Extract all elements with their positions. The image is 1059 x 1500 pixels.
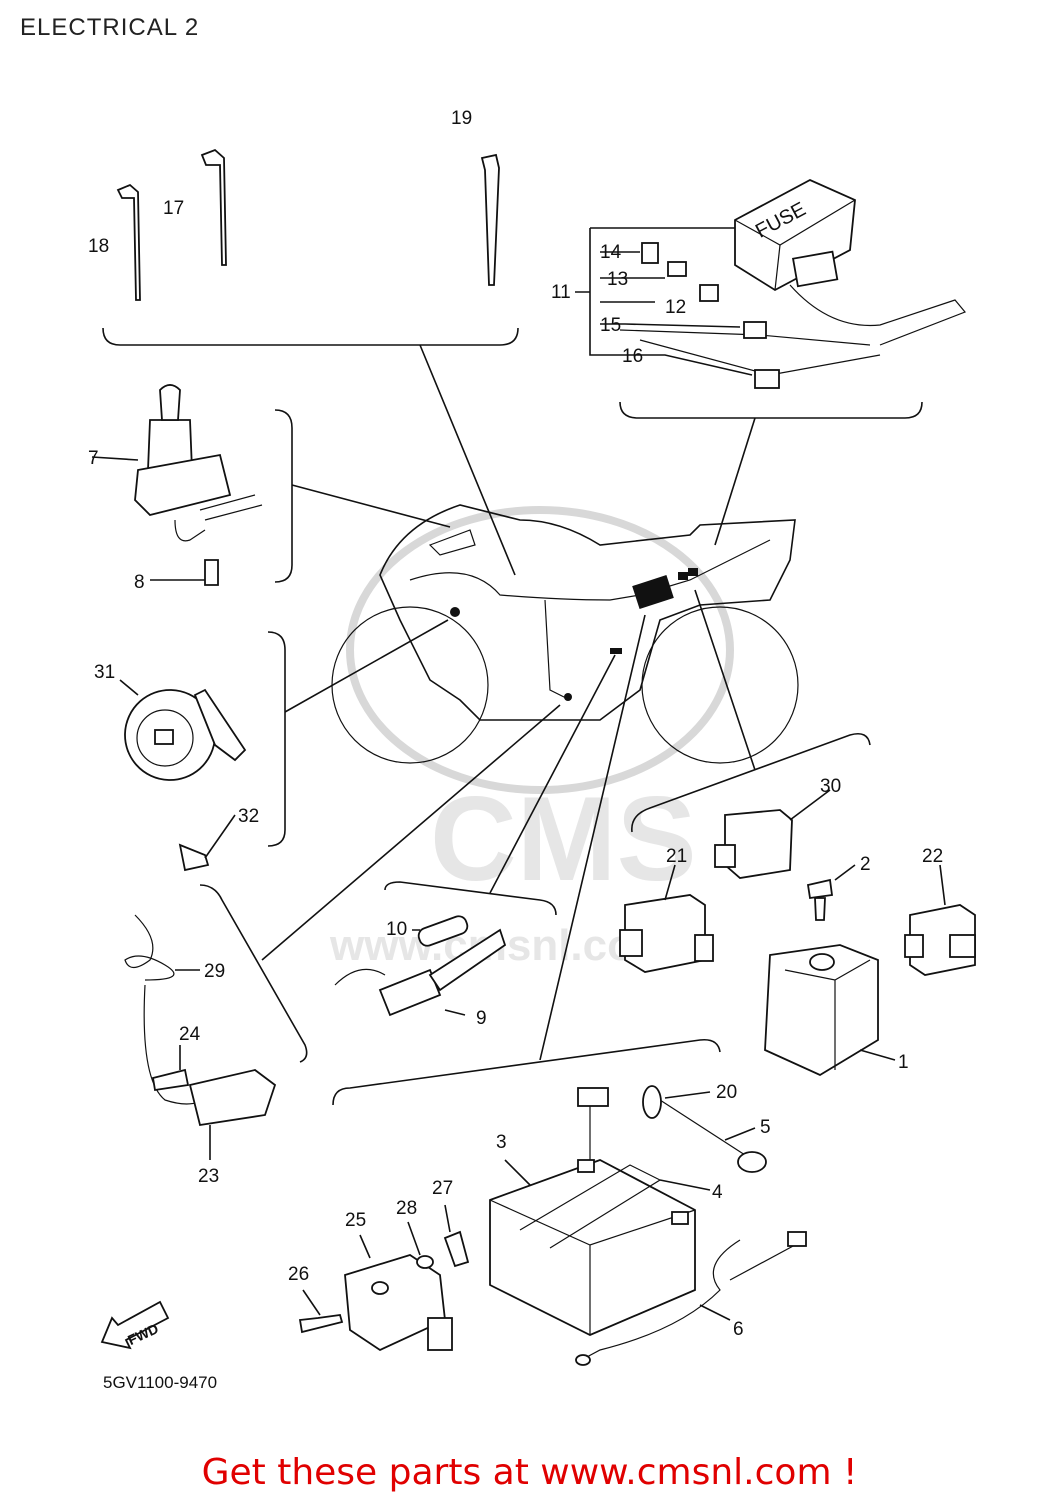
- callout-11: 11: [551, 282, 571, 303]
- callout-9: 9: [476, 1008, 487, 1029]
- watermark: CMS www.cmsnl.com: [329, 506, 734, 970]
- callout-6: 6: [733, 1319, 744, 1340]
- callout-23: 23: [198, 1166, 219, 1187]
- callout-26: 26: [288, 1264, 309, 1285]
- callout-22: 22: [922, 846, 943, 867]
- part-rectifier: [298, 1204, 470, 1352]
- callout-12: 12: [665, 297, 686, 318]
- callout-16: 16: [622, 346, 643, 367]
- callout-18: 18: [88, 236, 109, 257]
- callout-1: 1: [898, 1052, 909, 1073]
- part-battery-cable: [577, 1085, 767, 1173]
- callout-8: 8: [134, 572, 145, 593]
- callout-28: 28: [396, 1198, 417, 1219]
- parts-diagram: CMS www.cmsnl.com: [88, 108, 976, 1392]
- callout-31: 31: [94, 662, 115, 683]
- part-battery: [489, 1159, 711, 1336]
- callout-25: 25: [345, 1210, 366, 1231]
- callout-5: 5: [760, 1117, 771, 1138]
- footer-cta-link[interactable]: Get these parts at www.cmsnl.com !: [201, 1452, 858, 1493]
- callout-14: 14: [600, 242, 622, 263]
- part-negative-cable: [575, 1231, 807, 1366]
- callout-20: 20: [716, 1082, 737, 1103]
- motorcycle-outline: [331, 504, 799, 764]
- leader-lines: [261, 344, 756, 1061]
- callout-13: 13: [607, 269, 628, 290]
- page-title: ELECTRICAL 2: [20, 14, 200, 41]
- callout-27: 27: [432, 1178, 453, 1199]
- callout-29: 29: [204, 961, 225, 982]
- part-sensor: [334, 915, 507, 1017]
- part-cable-bands: [116, 148, 500, 301]
- callout-32: 32: [238, 806, 259, 827]
- group-brackets: [102, 327, 923, 1106]
- callout-21: 21: [666, 846, 687, 867]
- part-relays: [619, 789, 976, 976]
- callout-30: 30: [820, 776, 841, 797]
- fwd-arrow: FWD: [100, 1300, 170, 1350]
- watermark-logo: CMS: [430, 772, 697, 906]
- callout-2: 2: [860, 854, 871, 875]
- part-code: 5GV1100-9470: [103, 1373, 217, 1392]
- part-starter-relay: [764, 864, 896, 1077]
- callout-15: 15: [600, 315, 621, 336]
- callout-10: 10: [386, 919, 407, 940]
- part-ignition-switch: [91, 384, 263, 586]
- part-fuse-box: FUSE: [575, 178, 966, 389]
- callout-3: 3: [496, 1132, 507, 1153]
- callout-7: 7: [88, 448, 99, 469]
- part-sidestand-switch: [124, 914, 277, 1160]
- callout-19: 19: [451, 108, 472, 129]
- callout-17: 17: [163, 198, 184, 219]
- callout-24: 24: [179, 1024, 201, 1045]
- callout-labels: 1 2 3 4 5 6 7 8 9 10 11 12 13 14 15 16 1…: [88, 108, 943, 1340]
- part-horn: [119, 679, 247, 872]
- callout-4: 4: [712, 1182, 723, 1203]
